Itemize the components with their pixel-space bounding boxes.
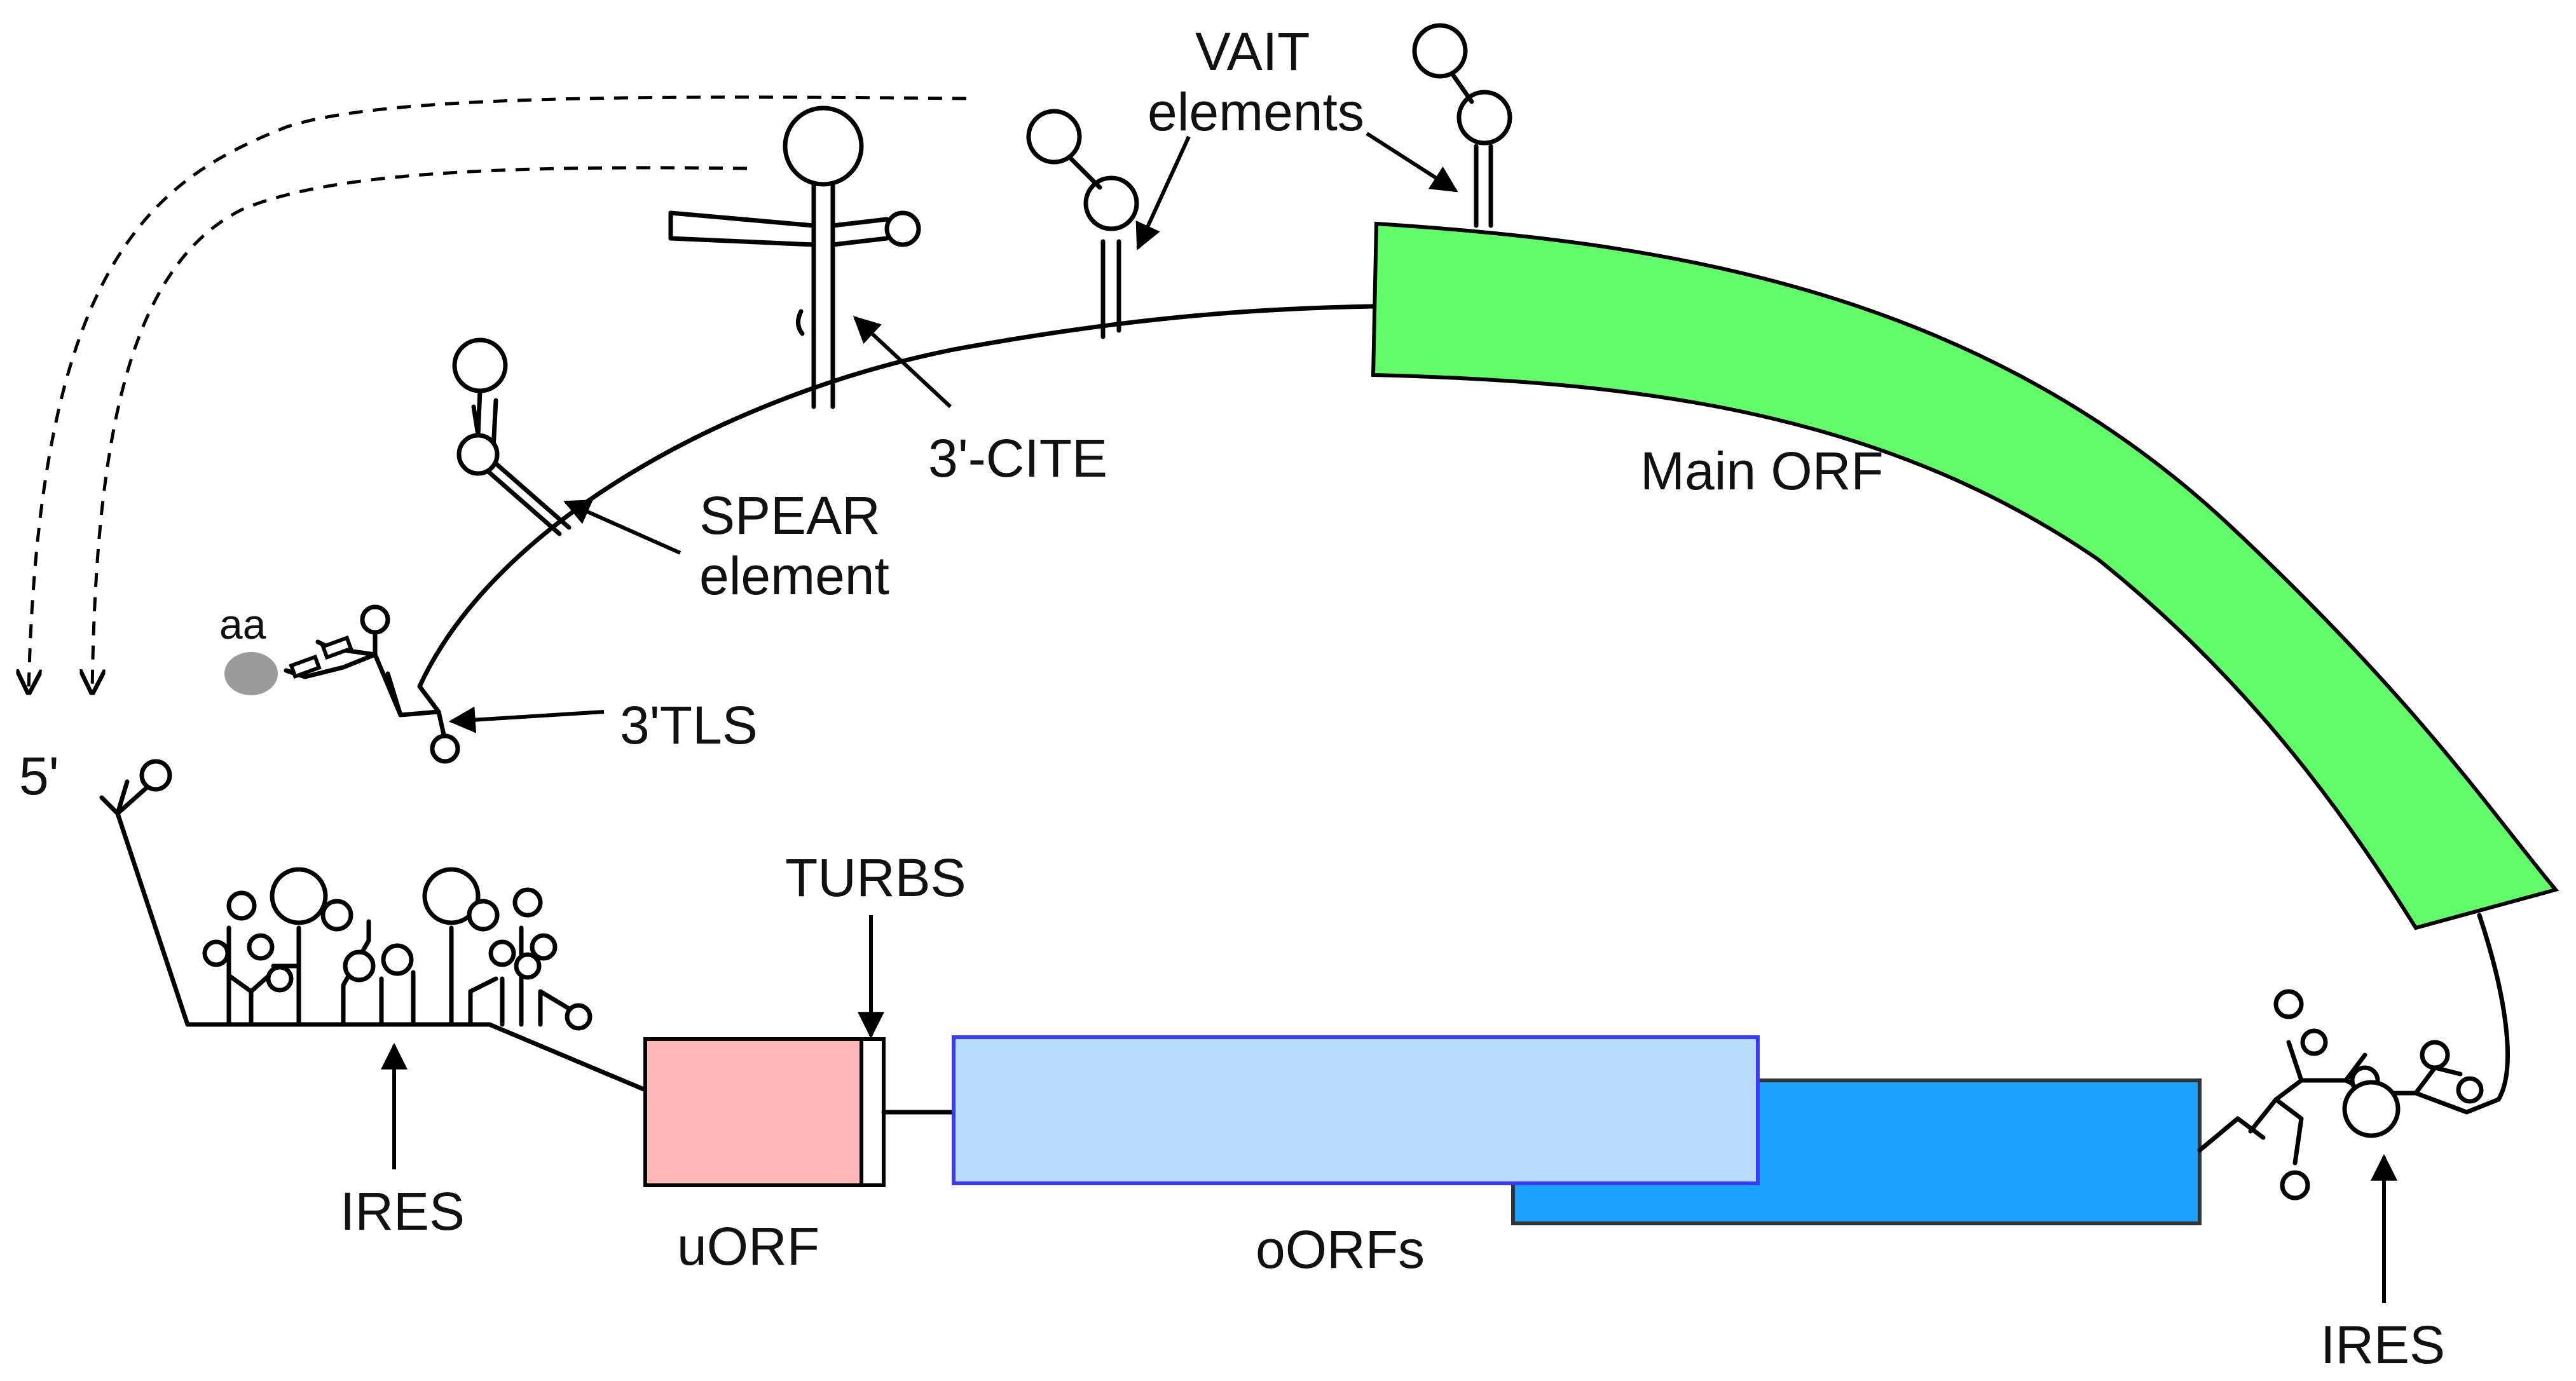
vait-structure-2: [1412, 23, 1512, 228]
vait-arrow-2: [1366, 132, 1458, 193]
label-main-orf: Main ORF: [1640, 441, 1884, 501]
rna-backbone-right: [2477, 913, 2510, 1102]
five-prime-loop: [139, 759, 172, 792]
label-spear-2: element: [699, 546, 889, 606]
label-vait-2: elements: [1148, 82, 1364, 142]
label-cite: 3'-CITE: [928, 428, 1107, 488]
label-turbs: TURBS: [785, 848, 966, 908]
ires-right-structure: [2248, 989, 2501, 1201]
tls-structure: [224, 604, 460, 764]
main-orf-band: [1371, 221, 2559, 930]
label-spear-1: SPEAR: [699, 486, 880, 545]
tls-arrow: [448, 706, 605, 733]
turbs-box: [860, 1037, 886, 1187]
spear-structure: [452, 337, 572, 536]
rna-backbone-oorf-to-ires: [2197, 1116, 2266, 1153]
uorf-box: [643, 1037, 863, 1187]
label-vait-1: VAIT: [1195, 22, 1310, 81]
label-tls: 3'TLS: [620, 695, 758, 755]
cite-arrow: [853, 316, 952, 409]
dashed-interaction-outer: [29, 95, 967, 693]
label-aa: aa: [219, 601, 266, 648]
rna-backbone-3prime-arc: [417, 304, 1376, 689]
ires-left-structure: [202, 867, 593, 1031]
rna-backbone-5prime: [115, 811, 648, 1092]
label-oorfs: oORFs: [1256, 1220, 1425, 1279]
label-uorf: uORF: [677, 1216, 819, 1276]
oorf-light-box: [952, 1035, 1760, 1185]
cite-structure: [668, 105, 921, 409]
five-prime-stem: [99, 779, 149, 816]
label-ires-left: IRES: [340, 1181, 465, 1241]
label-ires-right: IRES: [2320, 1315, 2445, 1375]
vait-arrow-1: [1135, 135, 1191, 250]
spear-arrow: [563, 500, 682, 555]
vait-structure-1: [1026, 109, 1139, 339]
dashed-interaction-inner: [92, 166, 748, 693]
label-five-prime: 5': [19, 746, 59, 806]
aa-blob: [224, 652, 278, 695]
